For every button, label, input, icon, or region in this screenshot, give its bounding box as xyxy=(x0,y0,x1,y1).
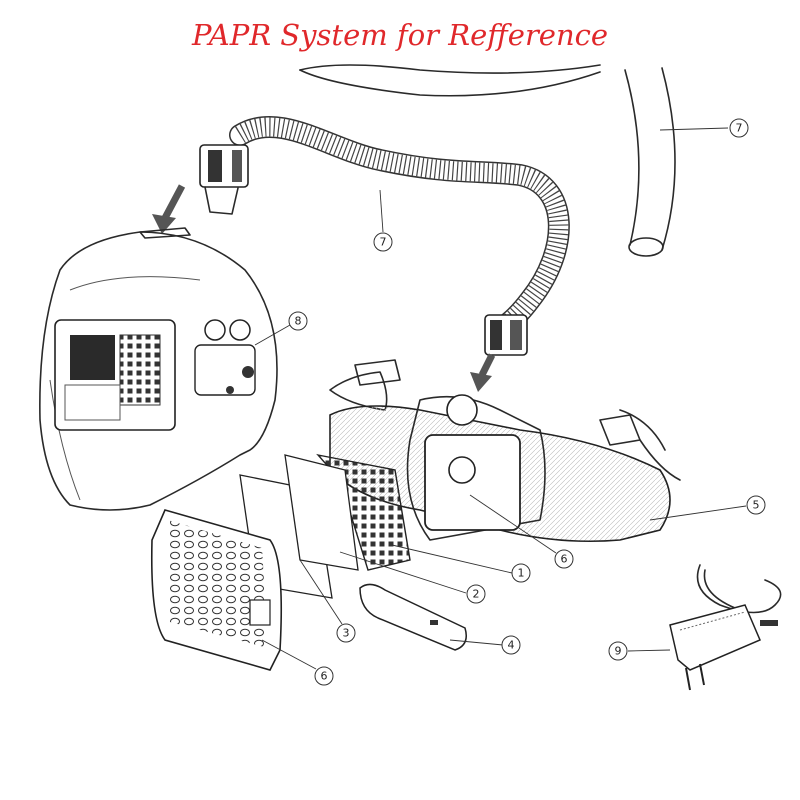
insert-arrow-helmet xyxy=(152,184,186,234)
insert-arrow-blower xyxy=(470,353,496,392)
callout-9-charger: 9 xyxy=(608,641,628,661)
svg-text:5: 5 xyxy=(753,499,760,512)
callout-7-hose: 7 xyxy=(373,232,393,252)
svg-text:9: 9 xyxy=(615,645,622,658)
hose-connector-top xyxy=(199,144,249,215)
leader-lines xyxy=(254,127,747,670)
callout-5-belt: 5 xyxy=(746,495,766,515)
svg-text:4: 4 xyxy=(508,639,515,652)
welding-helmet xyxy=(39,227,278,511)
hose-connector-bottom xyxy=(484,314,528,356)
svg-text:3: 3 xyxy=(343,627,350,640)
filter-cover xyxy=(150,509,283,671)
filter-sheet-back xyxy=(284,454,359,571)
callout-8-helmet: 8 xyxy=(288,311,308,331)
callout-4-battery: 4 xyxy=(501,635,521,655)
svg-text:7: 7 xyxy=(380,236,387,249)
battery-pack xyxy=(359,583,467,651)
callout-7-tube: 7 xyxy=(729,118,749,138)
callout-2-sheet: 2 xyxy=(466,584,486,604)
straight-breathing-tube xyxy=(624,67,676,257)
callout-6-cover: 6 xyxy=(314,666,334,686)
svg-text:8: 8 xyxy=(295,315,302,328)
top-hose-outline xyxy=(299,64,601,97)
diagram-title: PAPR System for Refference xyxy=(191,18,609,52)
svg-text:2: 2 xyxy=(473,588,480,601)
svg-text:6: 6 xyxy=(321,670,328,683)
blower-unit xyxy=(329,359,681,543)
callout-1-filter: 1 xyxy=(511,563,531,583)
battery-charger xyxy=(669,564,782,691)
svg-text:7: 7 xyxy=(736,122,743,135)
callout-6-blower: 6 xyxy=(554,549,574,569)
callout-3-sheet: 3 xyxy=(336,623,356,643)
corrugated-hose xyxy=(199,115,570,356)
svg-text:1: 1 xyxy=(518,567,525,580)
svg-text:6: 6 xyxy=(561,553,568,566)
